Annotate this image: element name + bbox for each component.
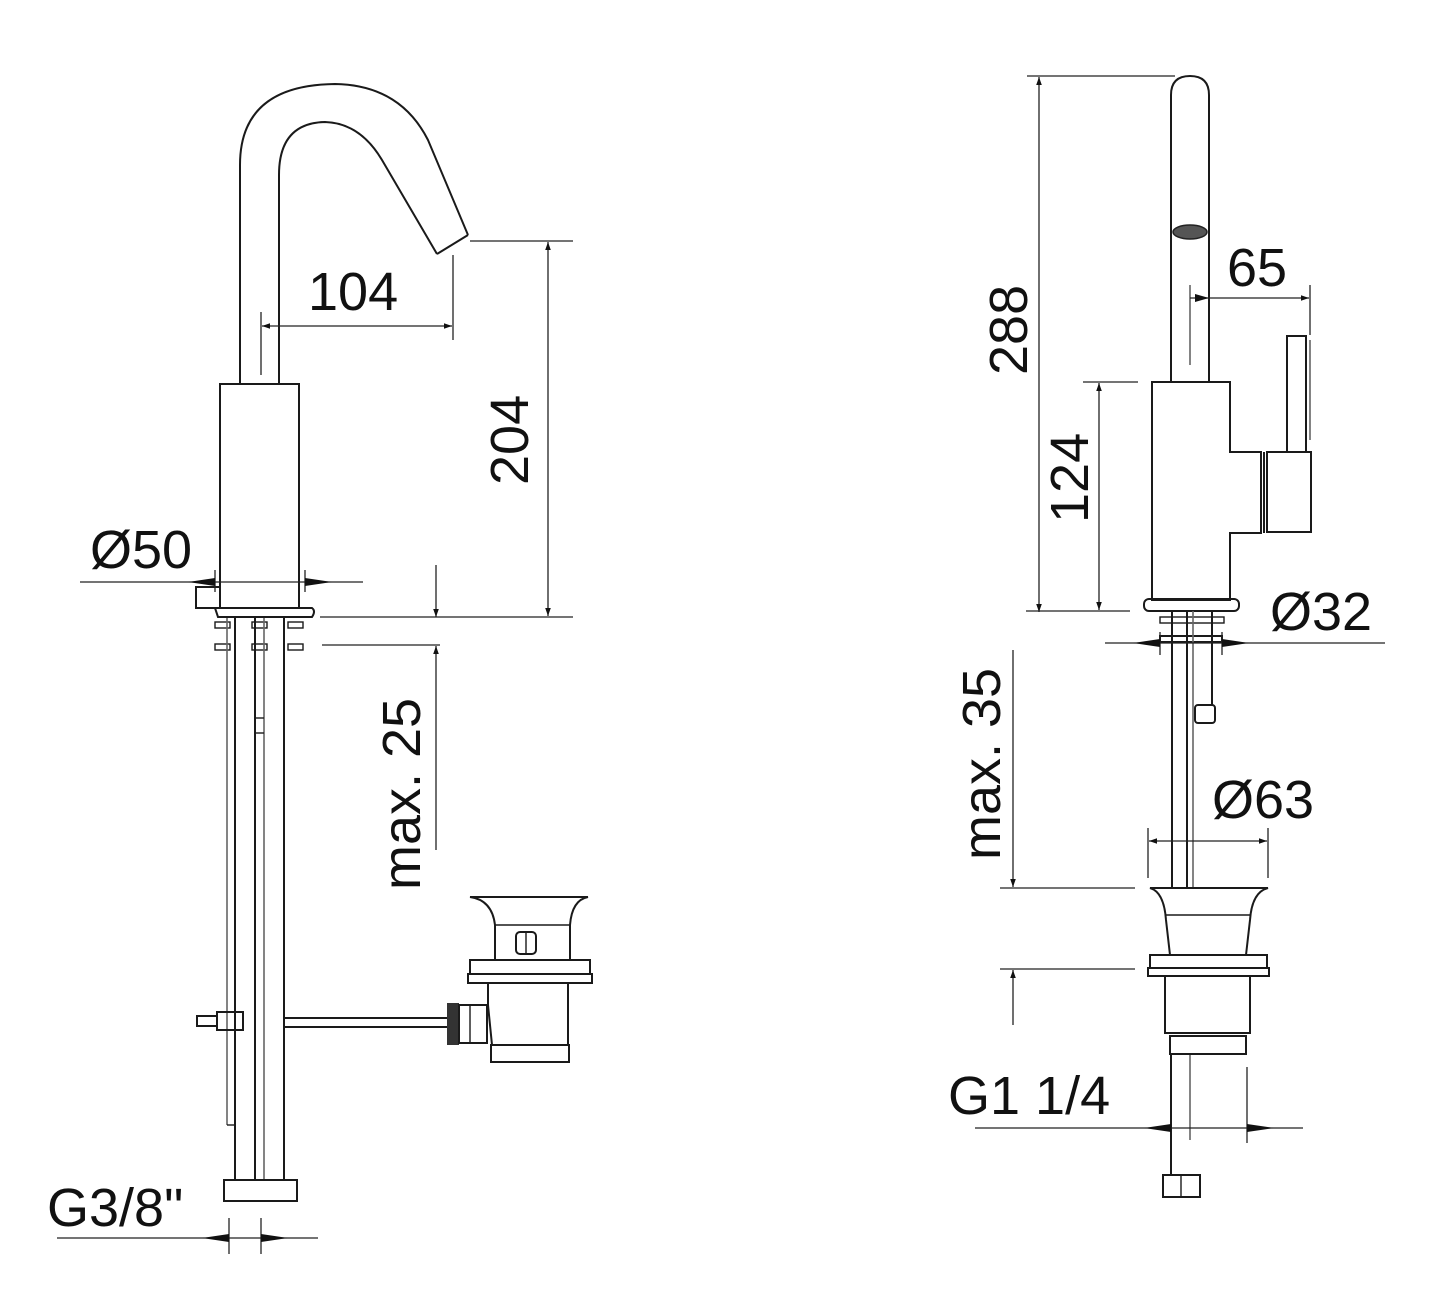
dimension-o32: Ø32 <box>1105 582 1385 655</box>
dimension-204: 204 <box>320 240 573 618</box>
mixer-body <box>195 383 315 618</box>
pop-up-rod <box>196 1011 447 1031</box>
dimension-label-288: 288 <box>979 285 1039 375</box>
dimension-o50: Ø50 <box>80 520 363 592</box>
dimension-max-25: max. 25 <box>322 565 440 890</box>
spout-side <box>1170 74 1210 382</box>
mounting-hardware <box>214 621 304 651</box>
dimension-104: 104 <box>260 255 454 375</box>
dimension-label-max-35: max. 35 <box>952 668 1012 860</box>
dimension-label-o50: Ø50 <box>90 520 192 580</box>
dimension-label-124: 124 <box>1040 433 1100 523</box>
dimension-label-65: 65 <box>1227 238 1287 298</box>
supply-hoses <box>223 618 298 1202</box>
dimension-max-35: max. 35 <box>952 650 1135 1025</box>
dimension-label-104: 104 <box>308 262 398 322</box>
front-view: 104 Ø50 204 max. 25 <box>47 82 593 1254</box>
dimension-label-o32: Ø32 <box>1270 582 1372 642</box>
dimension-124: 124 <box>1026 381 1138 612</box>
dimension-g1-1-4: G1 1/4 <box>948 1066 1303 1143</box>
dimension-label-g1-1-4: G1 1/4 <box>948 1066 1110 1126</box>
dimension-288: 288 <box>979 75 1175 612</box>
spout <box>239 82 469 383</box>
pop-up-waste <box>447 896 593 1063</box>
mounting-hardware-side <box>1159 611 1225 888</box>
dimension-o63: Ø63 <box>1147 770 1314 878</box>
dimension-label-max-25: max. 25 <box>372 698 432 890</box>
dimension-label-204: 204 <box>480 395 540 485</box>
dimension-65: 65 <box>1190 238 1311 335</box>
dimension-label-g3-8: G3/8" <box>47 1178 183 1238</box>
mixer-body-side <box>1143 335 1312 612</box>
side-view: 288 65 124 <box>948 74 1385 1198</box>
dimension-g3-8: G3/8" <box>47 1178 318 1254</box>
dimension-label-o63: Ø63 <box>1212 770 1314 830</box>
pop-up-waste-side <box>1147 887 1270 1198</box>
